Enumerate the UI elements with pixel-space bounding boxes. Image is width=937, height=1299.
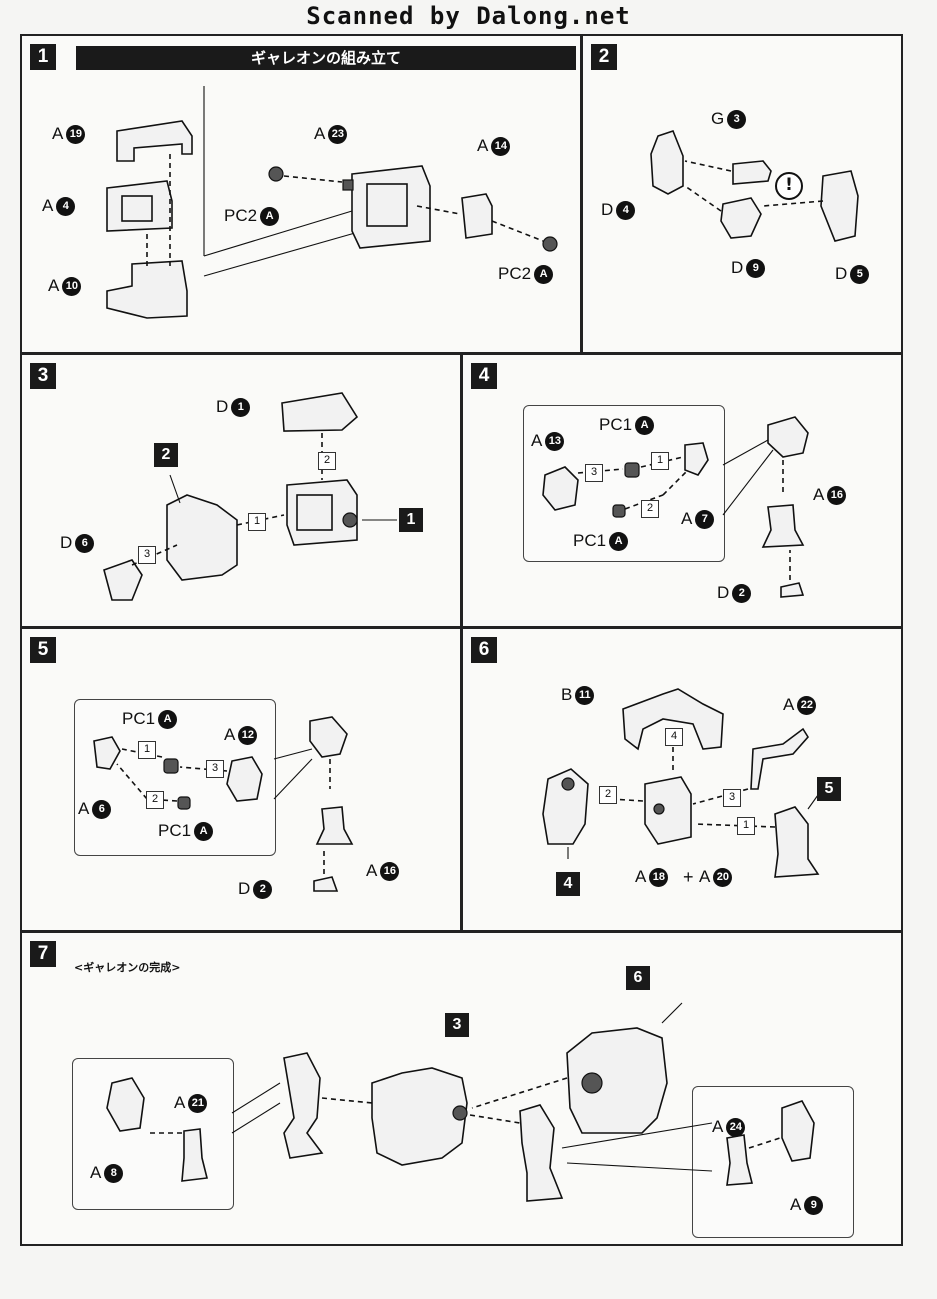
step-1-illustration	[106, 86, 558, 319]
sequence-marker-2: 2	[318, 452, 336, 470]
step-number: 7	[30, 941, 56, 967]
sequence-marker-1: 1	[651, 452, 669, 470]
reference-box-3: 3	[445, 1013, 469, 1037]
sequence-marker-2: 2	[599, 786, 617, 804]
step-6-illustration	[542, 688, 820, 878]
sequence-marker-1: 1	[737, 817, 755, 835]
plus-sign: +	[683, 867, 694, 887]
step-number: 5	[30, 637, 56, 663]
reference-box-5: 5	[817, 777, 841, 801]
right-leg-inset	[692, 1086, 854, 1238]
step-3-illustration	[103, 392, 397, 601]
reference-box-1: 1	[399, 508, 423, 532]
step-number: 4	[471, 363, 497, 389]
sequence-marker-2: 2	[146, 791, 164, 809]
reference-box-2: 2	[154, 443, 178, 467]
step-number: 2	[591, 44, 617, 70]
step-number: 3	[30, 363, 56, 389]
sequence-marker-3: 3	[723, 789, 741, 807]
left-leg-inset	[72, 1058, 234, 1210]
reference-box-6: 6	[626, 966, 650, 990]
step-number: 6	[471, 637, 497, 663]
sequence-marker-3: 3	[206, 760, 224, 778]
sequence-marker-1: 1	[248, 513, 266, 531]
step-7-illustration	[106, 1002, 815, 1202]
sequence-marker-2: 2	[641, 500, 659, 518]
sequence-marker-4: 4	[665, 728, 683, 746]
step-4-illustration	[542, 416, 809, 598]
sequence-marker-3: 3	[585, 464, 603, 482]
step-number: 1	[30, 44, 56, 70]
reference-box-4: 4	[556, 872, 580, 896]
step-2-illustration	[650, 130, 859, 242]
step-5-illustration	[93, 716, 354, 892]
sequence-marker-1: 1	[138, 741, 156, 759]
step-subtitle: <ギャレオンの完成>	[74, 961, 181, 974]
caution-icon: !	[775, 172, 803, 200]
sequence-marker-3: 3	[138, 546, 156, 564]
step-title: ギャレオンの組み立て	[76, 46, 576, 70]
scan-header: Scanned by Dalong.net	[306, 2, 631, 30]
